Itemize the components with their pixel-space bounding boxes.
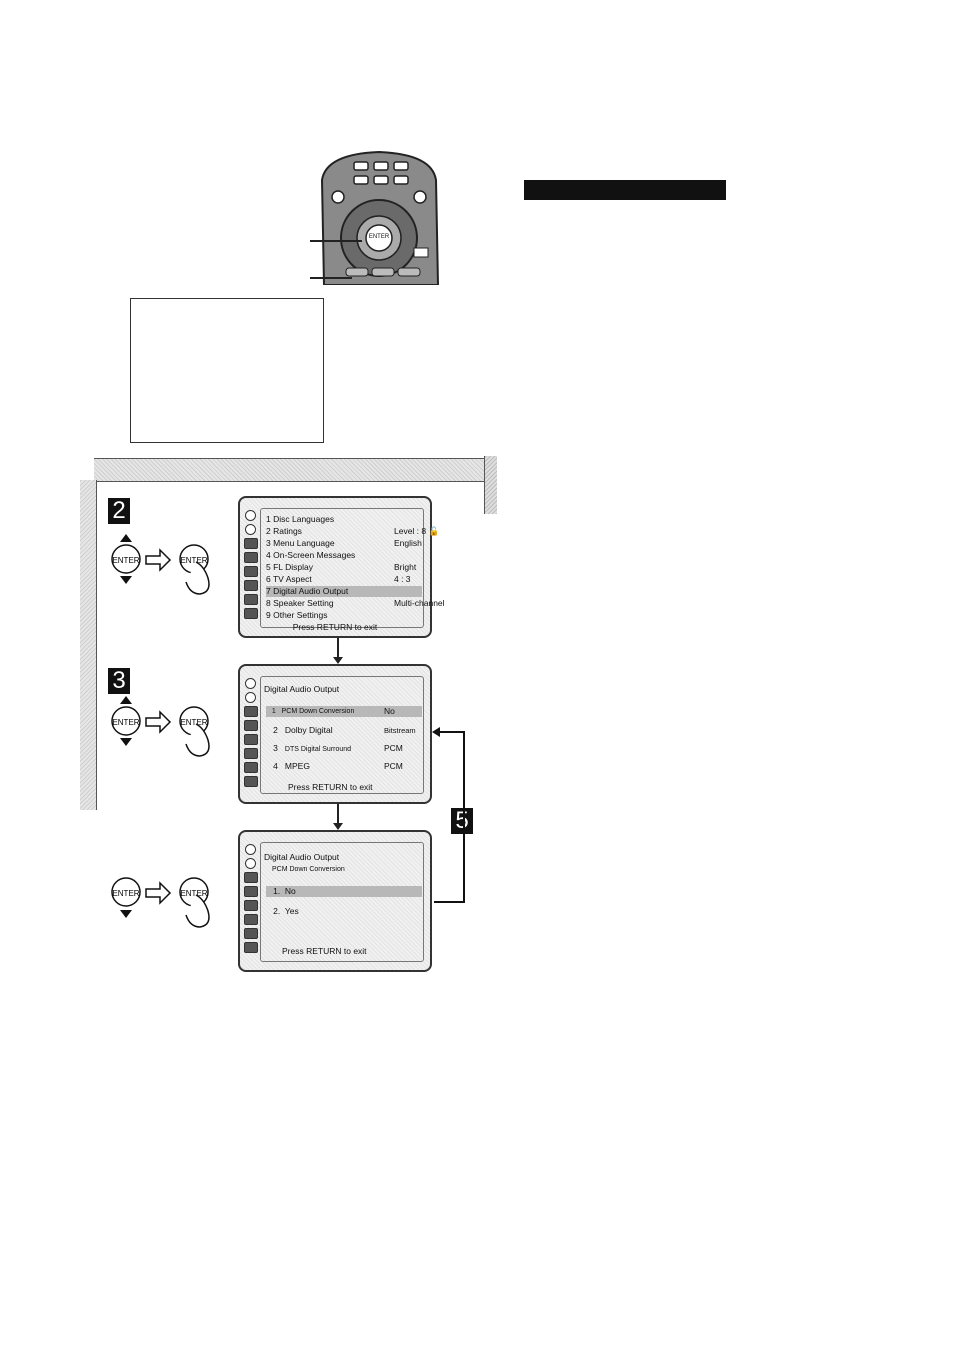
- menu-item-selected[interactable]: 1 PCM Down Conversion No: [266, 706, 422, 717]
- svg-text:ENTER: ENTER: [112, 556, 139, 565]
- lock-icon: 🔓: [428, 526, 440, 536]
- enter-press-pictogram-3: ENTER ENTER: [111, 877, 210, 928]
- remote-control: [320, 150, 440, 285]
- speaker-icon: [244, 942, 258, 953]
- svg-text:ENTER: ENTER: [180, 889, 207, 898]
- screen-title: Digital Audio Output: [264, 684, 340, 694]
- screen-footer: Press RETURN to exit: [292, 622, 378, 632]
- note-box: [130, 298, 324, 443]
- speaker-icon: [244, 776, 258, 787]
- menu-item[interactable]: 8 Speaker Setting Multi-channel: [266, 598, 445, 608]
- speaker-icon: [244, 928, 258, 939]
- section-heading-bar: [524, 180, 726, 200]
- return-loop-arrow: [432, 727, 465, 903]
- menu-icon: [244, 566, 258, 577]
- enter-press-pictogram-2: ENTER ENTER: [111, 696, 210, 757]
- screen-footer: Press RETURN to exit: [282, 946, 367, 956]
- frame-left-border: [80, 480, 97, 810]
- menu-item[interactable]: 9 Other Settings: [266, 610, 328, 620]
- disc-icon: [245, 844, 256, 855]
- flow-arrow-down: [333, 638, 343, 664]
- svg-text:ENTER: ENTER: [180, 718, 207, 727]
- menu-icon: [244, 872, 258, 883]
- screen-subtitle: PCM Down Conversion: [272, 866, 345, 873]
- enter-press-pictogram-1: ENTER ENTER: [111, 534, 210, 595]
- screen-footer: Press RETURN to exit: [288, 782, 373, 792]
- disc-icon: [245, 524, 256, 535]
- pcm-down-conversion-screen: Digital Audio Output PCM Down Conversion…: [238, 830, 432, 972]
- menu-item[interactable]: 1 Disc Languages: [266, 514, 335, 524]
- step-2-badge: 2: [108, 498, 130, 524]
- svg-text:ENTER: ENTER: [180, 556, 207, 565]
- step-3-badge: 3: [108, 668, 130, 694]
- frame-top-border: [94, 458, 496, 482]
- menu-item[interactable]: 5 FL Display Bright: [266, 562, 417, 572]
- pointer-line-return: [310, 277, 352, 279]
- option[interactable]: 2. Yes: [273, 906, 299, 916]
- setup-menu-screen: 1 Disc Languages 2 Ratings Level : 8 🔓 3…: [238, 496, 445, 638]
- speaker-icon: [244, 608, 258, 619]
- menu-item-selected[interactable]: 7 Digital Audio Output: [266, 586, 422, 597]
- digital-audio-output-screen: Digital Audio Output 1 PCM Down Conversi…: [238, 664, 432, 804]
- menu-icon: [244, 886, 258, 897]
- menu-icon: [244, 552, 258, 563]
- option-selected[interactable]: 1. No: [266, 886, 422, 897]
- speaker-icon: [244, 914, 258, 925]
- menu-item[interactable]: 2 Dolby Digital Bitstream: [273, 725, 416, 735]
- speaker-icon: [244, 580, 258, 591]
- speaker-icon: [244, 762, 258, 773]
- disc-icon: [245, 510, 256, 521]
- frame-right-border: [484, 456, 497, 514]
- menu-icon: [244, 900, 258, 911]
- menu-icon: [244, 720, 258, 731]
- menu-item[interactable]: 3 DTS Digital Surround PCM: [273, 743, 403, 753]
- disc-icon: [245, 692, 256, 703]
- speaker-icon: [244, 594, 258, 605]
- menu-item[interactable]: 4 MPEG PCM: [273, 761, 403, 771]
- menu-item[interactable]: 3 Menu Language English: [266, 538, 422, 548]
- disc-icon: [245, 678, 256, 689]
- menu-icon: [244, 734, 258, 745]
- disc-icon: [245, 858, 256, 869]
- menu-item[interactable]: 2 Ratings Level : 8 🔓: [266, 526, 440, 536]
- svg-text:ENTER: ENTER: [112, 889, 139, 898]
- screen-title: Digital Audio Output: [264, 852, 340, 862]
- menu-item[interactable]: 6 TV Aspect 4 : 3: [266, 574, 411, 584]
- menu-icon: [244, 538, 258, 549]
- menu-item[interactable]: 4 On-Screen Messages: [266, 550, 356, 560]
- speaker-icon: [244, 748, 258, 759]
- pointer-line-enter: [310, 240, 362, 242]
- flow-arrow-down: [333, 804, 343, 830]
- step-5-badge: 5: [451, 808, 473, 834]
- svg-text:ENTER: ENTER: [112, 718, 139, 727]
- remote-enter-label: ENTER: [368, 234, 390, 240]
- menu-icon: [244, 706, 258, 717]
